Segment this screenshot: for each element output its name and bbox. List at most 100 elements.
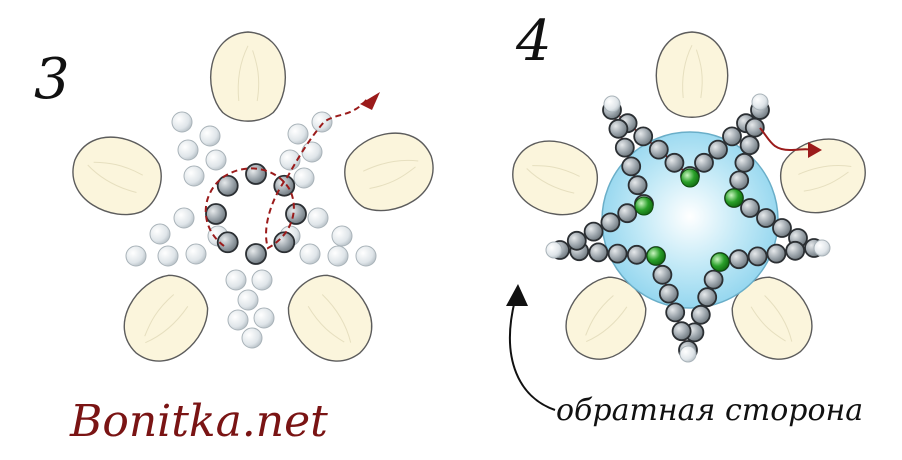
petal-vein [798, 165, 852, 175]
pearl-bead [125, 245, 147, 267]
gray-bead [583, 221, 604, 242]
step-3-number: 3 [34, 47, 70, 112]
gray-bead [617, 203, 638, 224]
pearl-bead [813, 239, 831, 257]
pearl-bead [603, 95, 621, 113]
caption-pointer-head [506, 284, 528, 306]
petal-vein [682, 44, 693, 99]
petals-group [72, 31, 434, 362]
petal [123, 274, 209, 362]
petal-vein [695, 49, 703, 99]
pearl-bead [185, 243, 207, 265]
gray-bead [608, 118, 629, 139]
pearl-bead [227, 309, 249, 331]
gray-bead [772, 218, 792, 238]
pearl-bead [183, 165, 205, 187]
gray-bead [739, 135, 760, 156]
gray-bead [756, 208, 776, 228]
gray-bead [664, 152, 685, 173]
thread-arrow-step-3 [360, 92, 380, 110]
pearl-bead [307, 207, 329, 229]
green-bead [680, 168, 700, 188]
pearl-bead [355, 245, 377, 267]
gray-bead-ring [205, 163, 307, 265]
petal-vein [526, 168, 575, 194]
gray-bead [722, 126, 742, 147]
gray-bead [747, 246, 768, 267]
gray-bead [285, 203, 307, 225]
gray-bead [633, 126, 654, 147]
gray-bead [216, 231, 239, 254]
pearl-bead [301, 141, 323, 163]
green-bead [634, 196, 654, 216]
gray-bead [626, 244, 647, 265]
petal-vein [363, 159, 419, 172]
pearl-bead [171, 111, 193, 133]
gray-bead [703, 269, 724, 290]
gray-bead [671, 321, 692, 342]
caption-pointer-arrow [509, 299, 556, 411]
pearl-bead [545, 241, 563, 259]
gray-bead [273, 231, 296, 254]
gray-bead [785, 240, 806, 261]
petal-vein [307, 306, 345, 343]
petal-shape [655, 31, 729, 118]
pearl-bead [241, 327, 263, 349]
pearl-bead [293, 167, 315, 189]
pearl-bead [327, 245, 349, 267]
pearl-bead [253, 307, 275, 329]
gray-bead [627, 175, 648, 196]
gray-bead [697, 287, 718, 308]
step-4-diagram: 4 обратная сторона [506, 9, 866, 428]
petal-shape [344, 132, 434, 212]
pearl-bead [251, 269, 273, 291]
petal-vein [321, 294, 352, 343]
petal-vein [585, 295, 614, 336]
green-bead [724, 188, 744, 208]
petal-shape [287, 274, 373, 362]
petal-vein [532, 165, 580, 177]
gray-bead [614, 137, 635, 158]
watermark-logo: Bonitka.net [69, 396, 328, 447]
thread-arrow-step-4 [808, 142, 822, 158]
petal-vein [369, 166, 416, 190]
green-bead [646, 246, 666, 266]
petal-vein [750, 306, 786, 342]
pearl-bead [751, 93, 769, 111]
gray-bead [744, 117, 765, 138]
petal [780, 138, 866, 214]
petal [655, 31, 729, 118]
petal-vein [764, 295, 793, 342]
pearl-bead [173, 207, 195, 229]
petal-shape [512, 140, 598, 216]
gray-bead [708, 139, 728, 160]
step-4-number: 4 [515, 9, 552, 74]
petal-vein [252, 50, 260, 102]
petal-vein [586, 306, 628, 343]
petal-shape [210, 31, 286, 122]
petal-vein [93, 161, 144, 176]
gray-bead [607, 243, 628, 264]
pearl-bead [225, 269, 247, 291]
petal-vein [145, 306, 189, 344]
pearl-bead [157, 245, 179, 267]
thread-path-step-4 [759, 127, 813, 152]
pearl-bead [311, 111, 333, 133]
green-bead [710, 252, 730, 272]
gray-bead [665, 302, 686, 323]
petal-vein [144, 294, 175, 337]
gray-bead [245, 243, 267, 265]
pearl-bead [177, 139, 199, 161]
star-bead-outline [545, 93, 831, 363]
thread-path-step-3 [204, 97, 369, 250]
petal-vein [87, 164, 137, 193]
pearl-bead [149, 223, 171, 245]
gray-bead [729, 170, 750, 191]
gray-bead [621, 156, 642, 177]
gray-bead [728, 249, 749, 270]
gray-bead [216, 174, 239, 197]
gray-bead [588, 242, 609, 263]
gray-bead [740, 198, 760, 218]
gray-bead [652, 264, 673, 285]
